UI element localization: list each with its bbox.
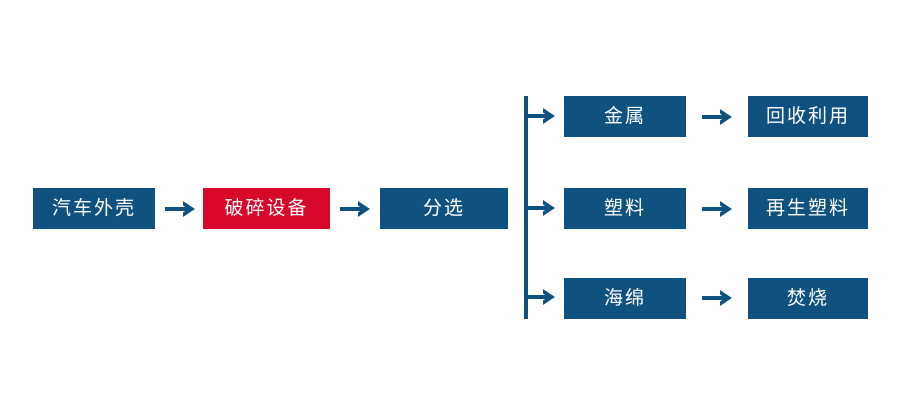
branch-arrow-metal bbox=[524, 104, 558, 130]
node-plastic[interactable]: 塑料 bbox=[564, 188, 686, 229]
arrow-plastic-to-regenerated-plastic bbox=[700, 196, 736, 222]
branch-arrow-sponge bbox=[524, 285, 558, 311]
node-sponge[interactable]: 海绵 bbox=[564, 278, 686, 319]
node-sorting[interactable]: 分选 bbox=[380, 188, 508, 229]
node-crushing-equipment[interactable]: 破碎设备 bbox=[203, 188, 330, 229]
branch-arrow-plastic bbox=[524, 196, 558, 222]
node-metal[interactable]: 金属 bbox=[564, 96, 686, 137]
arrow-crusher-to-sorting bbox=[338, 196, 374, 222]
node-incineration[interactable]: 焚烧 bbox=[748, 278, 868, 319]
node-regenerated-plastic[interactable]: 再生塑料 bbox=[748, 188, 868, 229]
node-car-shell[interactable]: 汽车外壳 bbox=[33, 188, 155, 229]
arrow-shell-to-crusher bbox=[163, 196, 199, 222]
arrow-sponge-to-incineration bbox=[700, 285, 736, 311]
arrow-metal-to-recycle bbox=[700, 104, 736, 130]
node-recycle-reuse[interactable]: 回收利用 bbox=[748, 96, 868, 137]
